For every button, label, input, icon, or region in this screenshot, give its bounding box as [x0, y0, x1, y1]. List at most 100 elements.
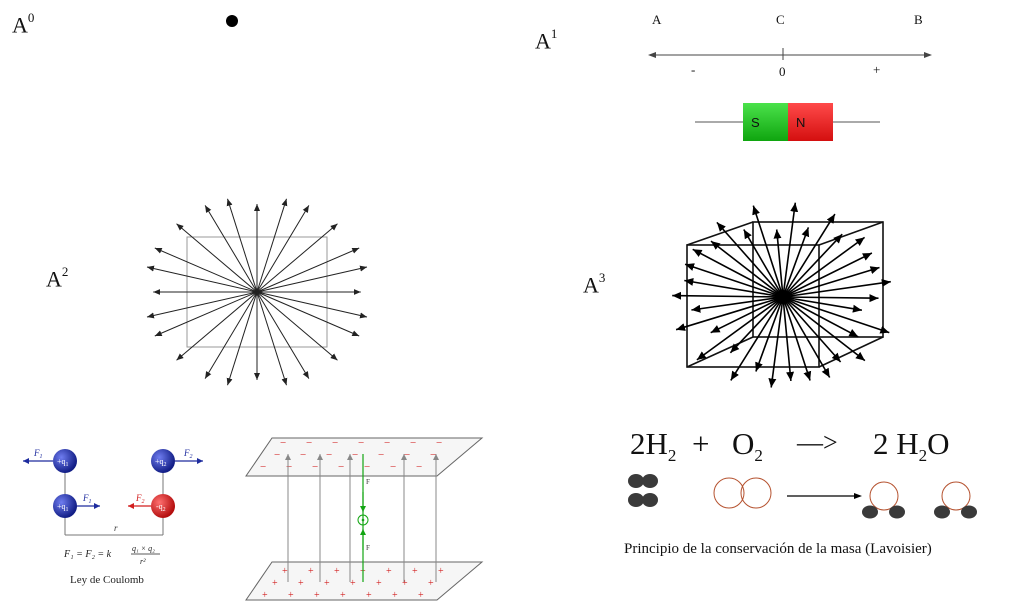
field-ray [752, 205, 784, 298]
force-f1-label-top: F1 [33, 448, 43, 460]
negative-sign: − [416, 461, 422, 473]
bottom-plate [245, 561, 484, 601]
label-a2-exp: 2 [61, 264, 69, 279]
number-line [648, 48, 932, 60]
field-ray [696, 296, 784, 361]
field-ray [256, 291, 368, 319]
charge-q1-top [53, 449, 77, 473]
field-ray [256, 291, 338, 361]
negative-sign: − [404, 449, 410, 461]
positive-sign: + [334, 566, 340, 577]
field-ray [256, 291, 360, 337]
field-ray [256, 223, 338, 293]
field-ray [256, 247, 360, 293]
field-ray [684, 263, 784, 298]
label-a3-exp: 3 [598, 270, 606, 285]
positive-sign: + [314, 590, 320, 601]
label-a1: A1 [535, 26, 557, 54]
positive-sign: + [324, 578, 330, 589]
positive-sign: + [392, 590, 398, 601]
positive-sign: + [298, 578, 304, 589]
field-ray [154, 291, 258, 337]
charge-q1-bottom [53, 494, 77, 518]
coulomb-formula-den: r² [140, 557, 146, 566]
top-plate [245, 437, 484, 477]
label-a3: A3 [583, 270, 606, 298]
field-ray [782, 296, 842, 363]
capacitor-field-diagram: −+−+−+−+−+−+−+−+−+−+−+−+−+−+−+−+−+−+−+−+… [245, 437, 484, 601]
radial-field-3d [672, 202, 891, 388]
charge-q2-top [151, 449, 175, 473]
field-ray [782, 252, 873, 298]
negative-sign: − [390, 461, 396, 473]
h2o-molecule-2 [934, 481, 977, 519]
field-ray [782, 296, 812, 381]
field-ray [691, 296, 784, 313]
q2-negative-label: -q2 [156, 502, 166, 513]
field-ray [768, 296, 784, 388]
field-ray [782, 233, 843, 298]
negative-sign: − [352, 449, 358, 461]
positive-sign: + [282, 566, 288, 577]
negative-sign: − [260, 461, 266, 473]
reactant-h2: 2H2 [630, 426, 677, 466]
field-ray [146, 265, 258, 293]
field-ray [782, 296, 831, 378]
label-a2-base: A [46, 266, 62, 292]
field-ray [710, 296, 784, 334]
label-a0-base: A [12, 12, 28, 38]
reaction-arrow: —> [797, 428, 838, 457]
coulomb-caption: Ley de Coulomb [70, 574, 144, 586]
field-ray [710, 240, 784, 298]
field-ray [256, 291, 310, 379]
negative-sign: − [312, 461, 318, 473]
axis-point-a: A [652, 12, 662, 27]
field-ray [176, 291, 258, 361]
positive-sign: + [308, 566, 314, 577]
radial-rays-2d [146, 198, 368, 386]
field-ray [154, 247, 258, 293]
o2-molecule [713, 477, 772, 509]
magnet-north-pole: N [788, 103, 833, 141]
axis-zero: 0 [779, 64, 786, 79]
distance-r-label: r [114, 523, 118, 533]
positive-sign: + [288, 590, 294, 601]
field-ray [146, 291, 258, 319]
field-ray [692, 248, 784, 298]
reaction-molecules [628, 474, 977, 519]
product-h2o: 2 H2O [873, 426, 950, 466]
label-a1-base: A [535, 28, 551, 54]
negative-sign: − [274, 449, 280, 461]
field-ray [743, 229, 784, 298]
negative-sign: − [358, 437, 364, 449]
coulomb-diagram: +q1 +q2 +q1 -q2 F1 F2 F1 F2 r F₁ = F₂ = … [23, 448, 203, 586]
field-ray [773, 229, 784, 298]
reactant-o2: O2 [732, 426, 763, 466]
field-ray [675, 296, 784, 331]
field-label-bottom: F [366, 544, 370, 552]
field-ray [672, 291, 784, 300]
label-a2: A2 [46, 264, 69, 292]
axis-plus: + [873, 62, 881, 77]
positive-sign: + [438, 566, 444, 577]
field-ray [256, 291, 288, 386]
lavoisier-caption: Principio de la conservación de la masa … [624, 541, 932, 557]
field-ray [729, 296, 784, 354]
positive-sign: + [428, 578, 434, 589]
field-ray [782, 296, 859, 338]
radial-rays-3d [672, 202, 891, 388]
label-a0-exp: 0 [27, 10, 35, 25]
force-f2-label-top: F2 [183, 448, 193, 460]
label-a0: A0 [12, 10, 35, 38]
field-ray [256, 198, 288, 293]
field-lines [285, 454, 439, 582]
field-ray [256, 265, 368, 293]
positive-sign: + [386, 566, 392, 577]
negative-sign: − [410, 437, 416, 449]
negative-sign: − [436, 437, 442, 449]
field-ray [204, 291, 258, 379]
field-ray [782, 236, 866, 298]
magnet-south-pole: S [743, 103, 788, 141]
negative-sign: − [280, 437, 286, 449]
positive-sign: + [402, 578, 408, 589]
